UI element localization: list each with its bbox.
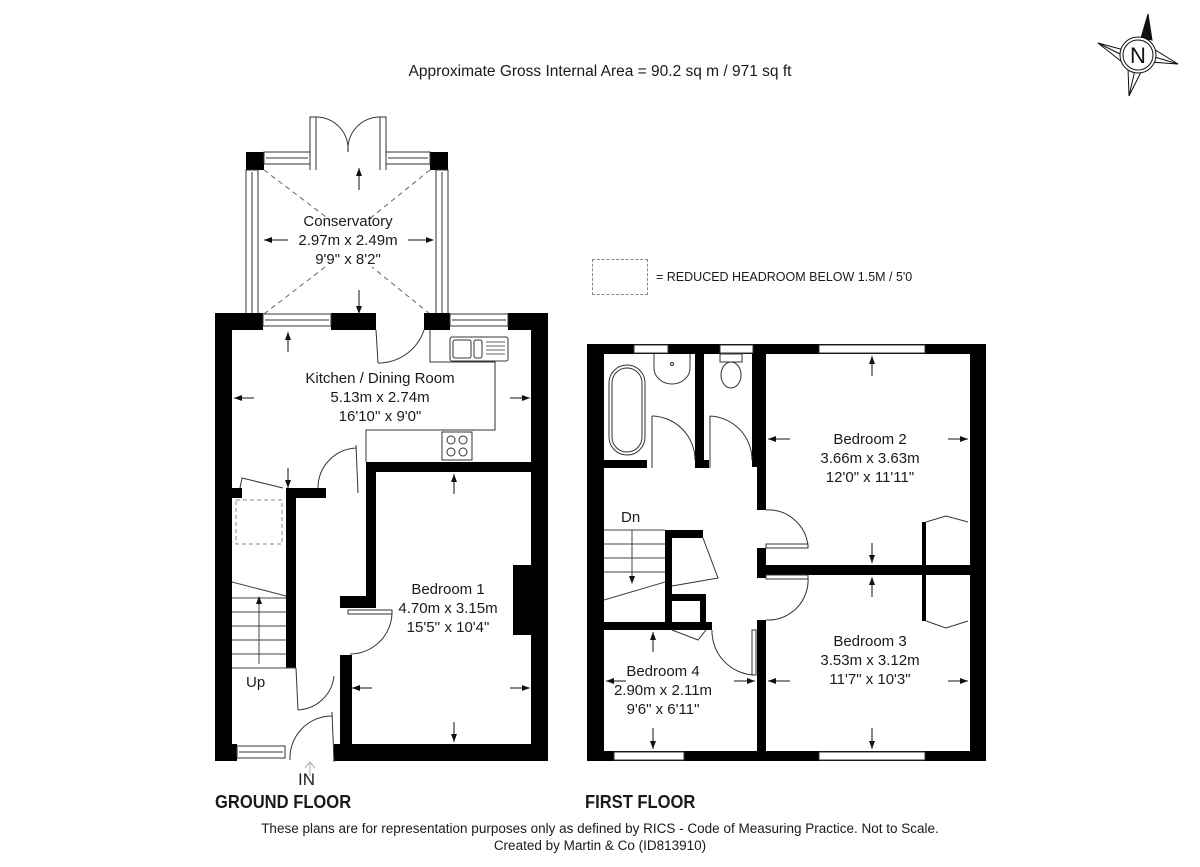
- room-label-bedroom-2: Bedroom 2 3.66m x 3.63m 12'0" x 11'11": [800, 430, 940, 487]
- room-name: Conservatory: [303, 213, 393, 230]
- ground-floor-plan: [215, 116, 548, 776]
- room-name: Kitchen / Dining Room: [305, 370, 455, 387]
- first-stairs: [603, 529, 666, 601]
- room-name: Bedroom 3: [833, 633, 907, 650]
- room-label-kitchen-dining: Kitchen / Dining Room 5.13m x 2.74m 16'1…: [280, 369, 480, 426]
- room-imperial: 12'0" x 11'11": [825, 469, 915, 486]
- stairs-down-label: Dn: [621, 509, 641, 526]
- room-metric: 3.66m x 3.63m: [820, 450, 920, 467]
- first-floor-plan: [587, 344, 986, 761]
- washbasin-icon: [653, 354, 691, 385]
- north-compass-icon: N: [1097, 13, 1179, 97]
- room-imperial: 15'5'' x 10'4": [406, 619, 490, 636]
- toilet-icon: [719, 353, 743, 363]
- disclaimer-text: These plans are for representation purpo…: [261, 821, 939, 836]
- stairs-up-label: Up: [246, 674, 266, 691]
- room-metric: 2.97m x 2.49m: [298, 232, 398, 249]
- room-imperial: 11'7" x 10'3": [829, 671, 911, 688]
- room-label-bedroom-3: Bedroom 3 3.53m x 3.12m 11'7" x 10'3": [800, 632, 940, 689]
- legend: = REDUCED HEADROOM BELOW 1.5M / 5'0: [592, 259, 912, 295]
- kitchen-worktop: [317, 329, 509, 494]
- credit-text: Created by Martin & Co (ID813910): [493, 838, 707, 853]
- hob-icon: [441, 431, 473, 461]
- gross-internal-area-title: Approximate Gross Internal Area = 90.2 s…: [408, 63, 792, 80]
- room-metric: 2.90m x 2.11m: [613, 682, 713, 699]
- bath-icon: [608, 364, 646, 456]
- room-name: Bedroom 2: [833, 431, 907, 448]
- ground-floor-label: GROUND FLOOR: [215, 792, 352, 812]
- dashed-box-icon: [592, 259, 648, 295]
- svg-text:N: N: [1130, 43, 1146, 68]
- room-label-conservatory: Conservatory 2.97m x 2.49m 9'9" x 8'2": [268, 212, 428, 269]
- room-metric: 4.70m x 3.15m: [398, 600, 498, 617]
- entrance-label: IN: [298, 770, 315, 789]
- room-name: Bedroom 4: [626, 663, 700, 680]
- ground-stairs: [231, 581, 296, 669]
- room-name: Bedroom 1: [411, 581, 485, 598]
- room-imperial: 16'10'' x 9'0": [338, 408, 422, 425]
- conservatory: [245, 116, 449, 316]
- sink-icon: [449, 336, 509, 362]
- room-metric: 5.13m x 2.74m: [330, 389, 430, 406]
- legend-text: = REDUCED HEADROOM BELOW 1.5M / 5'0: [656, 270, 913, 284]
- room-metric: 3.53m x 3.12m: [820, 652, 920, 669]
- room-label-bedroom-4: Bedroom 4 2.90m x 2.11m 9'6" x 6'11": [603, 662, 723, 719]
- room-imperial: 9'6" x 6'11": [626, 701, 700, 718]
- room-label-bedroom-1: Bedroom 1 4.70m x 3.15m 15'5'' x 10'4": [378, 580, 518, 637]
- room-imperial: 9'9" x 8'2": [315, 251, 381, 268]
- first-floor-label: FIRST FLOOR: [585, 792, 696, 812]
